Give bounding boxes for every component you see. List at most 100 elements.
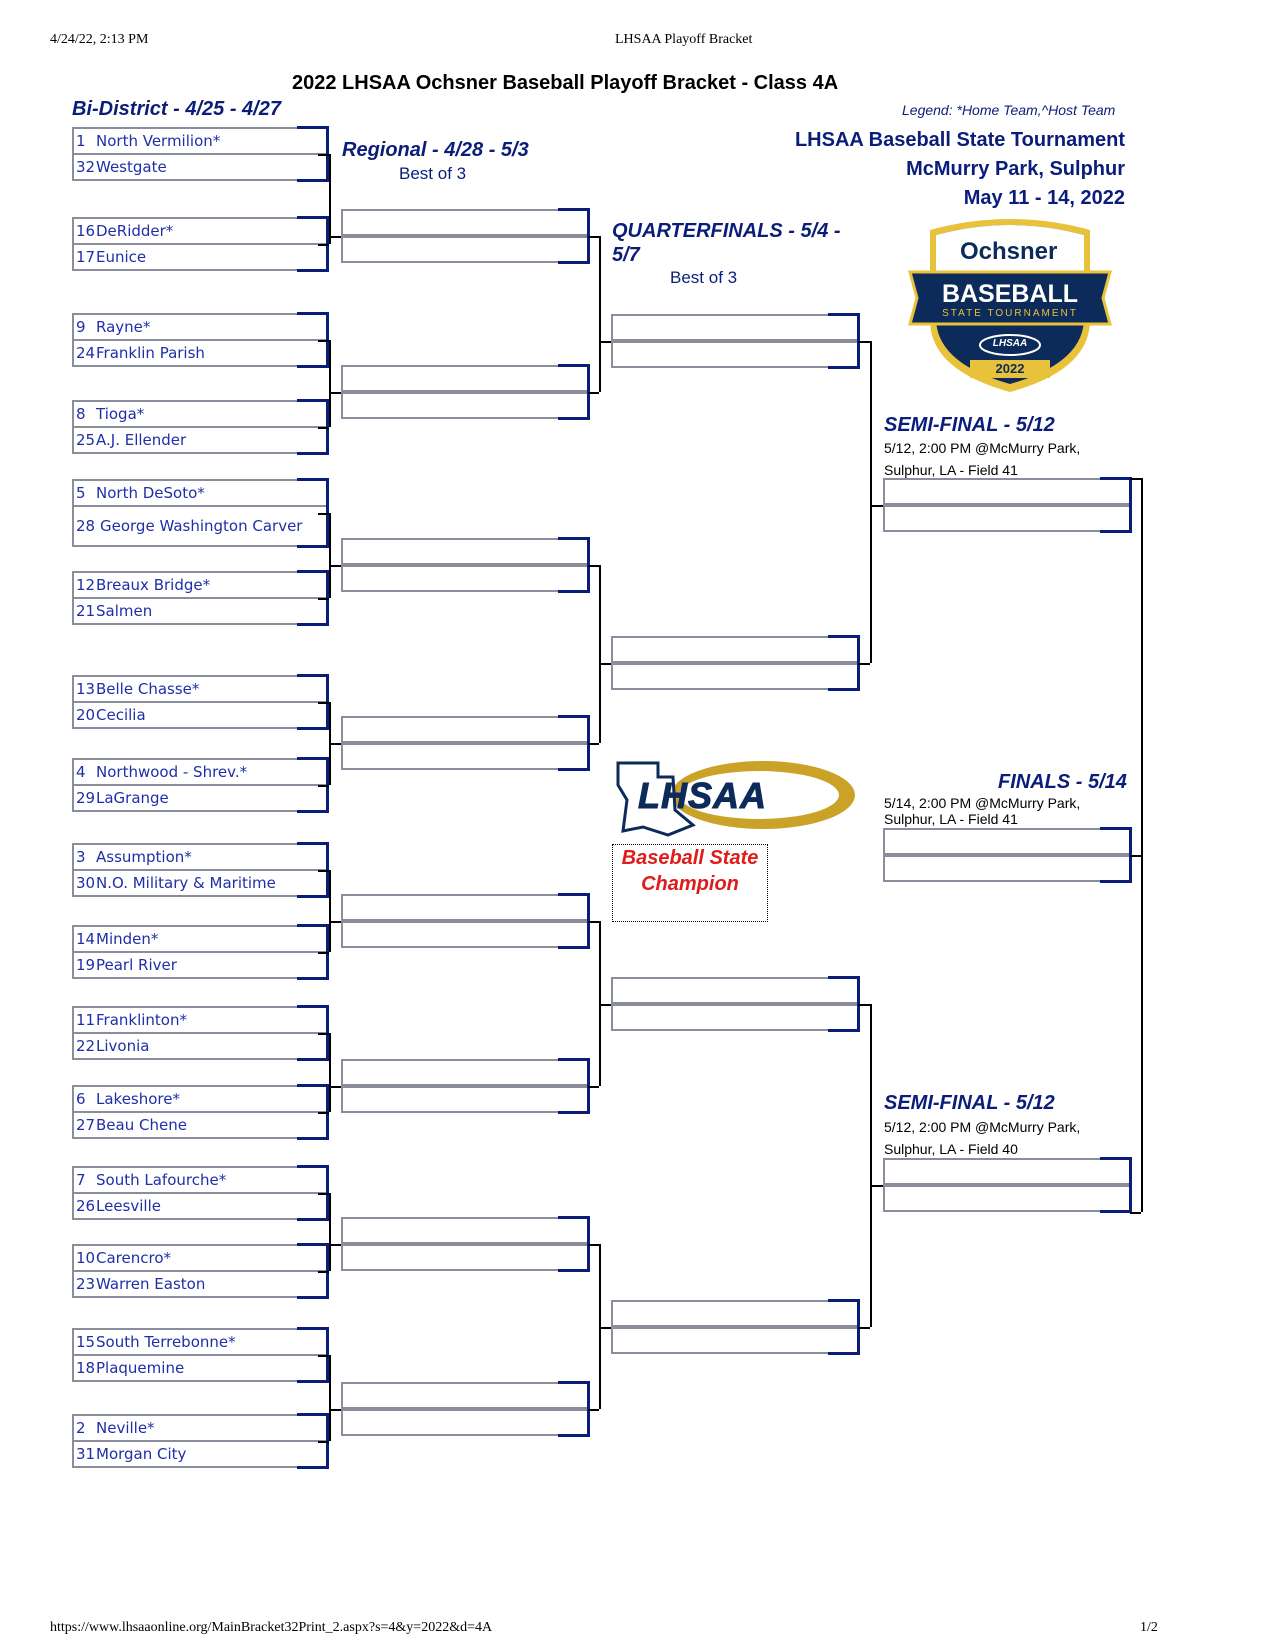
regional-subheading: Best of 3 <box>399 164 467 183</box>
team-name: Lakeshore* <box>96 1089 180 1108</box>
box-edge <box>828 313 860 316</box>
bracket-line <box>329 1409 341 1411</box>
regional-box <box>341 715 590 771</box>
empty-slot <box>341 1217 588 1244</box>
bracket-line <box>318 1033 329 1035</box>
quarterfinals-heading: QUARTERFINALS - 5/4 - 5/7 <box>612 219 841 267</box>
semifinal-bottom-box <box>883 1157 1132 1213</box>
regional-box <box>341 1058 590 1114</box>
empty-slot <box>341 1059 588 1086</box>
bracket-line <box>1141 478 1143 1212</box>
team-name: Cecilia <box>96 705 146 724</box>
bracket-line <box>870 505 883 507</box>
team-seed: 4 <box>76 763 86 781</box>
bracket-line <box>318 1112 329 1114</box>
state-tournament-logo: Ochsner BASEBALL STATE TOURNAMENT LHSAA … <box>905 210 1115 395</box>
empty-slot <box>341 365 588 392</box>
bracket-line <box>329 1244 341 1246</box>
box-edge <box>558 417 590 420</box>
team-seed: 10 <box>76 1249 96 1267</box>
box-cap <box>297 399 329 402</box>
bracket-line <box>599 921 601 1086</box>
empty-slot <box>611 636 858 663</box>
team-seed: 2 <box>76 1419 86 1437</box>
quarterfinals-subheading: Best of 3 <box>670 268 738 287</box>
team-name: North DeSoto* <box>96 483 205 502</box>
team-name: Neville* <box>96 1418 155 1437</box>
box-edge <box>1100 1210 1132 1213</box>
box-cap <box>297 924 329 927</box>
empty-slot <box>341 236 588 263</box>
team-seed: 14 <box>76 930 96 948</box>
regional-box <box>341 537 590 593</box>
team-slot-top: 5 North DeSoto* <box>72 479 329 507</box>
lhsaa-logo: LHSAA <box>613 755 858 840</box>
box-cap <box>297 1137 329 1140</box>
bracket-line <box>599 236 601 392</box>
team-seed: 5 <box>76 484 86 502</box>
team-name: Franklinton* <box>96 1010 187 1029</box>
box-edge <box>828 635 860 638</box>
box-cap <box>297 895 329 898</box>
box-cap <box>297 216 329 219</box>
empty-slot <box>341 894 588 921</box>
bracket-line <box>318 154 329 156</box>
semifinal-bottom-heading: SEMI-FINAL - 5/12 <box>884 1092 1055 1114</box>
box-edge <box>828 688 860 691</box>
bracket-line <box>858 1327 870 1329</box>
box-edge <box>558 208 590 211</box>
box-cap <box>297 1005 329 1008</box>
regional-box <box>341 208 590 264</box>
team-name: Pearl River <box>96 955 177 974</box>
box-cap <box>297 623 329 626</box>
team-name: Northwood - Shrev.* <box>96 762 248 781</box>
box-edge <box>558 715 590 718</box>
regional-box <box>341 364 590 420</box>
team-name: LaGrange <box>96 788 169 807</box>
bracket-line <box>329 743 341 745</box>
team-name: Tioga* <box>96 404 145 423</box>
team-seed: 18 <box>76 1359 96 1377</box>
empty-slot <box>341 209 588 236</box>
empty-slot <box>341 565 588 592</box>
bracket-line <box>318 952 329 954</box>
semifinal-bottom-info-line1: 5/12, 2:00 PM @McMurry Park, <box>884 1119 1081 1135</box>
bracket-line <box>870 1185 883 1187</box>
tournament-line3: May 11 - 14, 2022 <box>963 187 1125 209</box>
empty-slot <box>611 314 858 341</box>
team-seed: 17 <box>76 248 96 266</box>
team-name: Beau Chene <box>96 1115 187 1134</box>
box-cap <box>297 1218 329 1221</box>
empty-slot <box>341 716 588 743</box>
box-edge <box>1100 1157 1132 1160</box>
empty-slot <box>341 1409 588 1436</box>
team-name: Livonia <box>96 1036 150 1055</box>
box-cap <box>297 1327 329 1330</box>
final-box <box>883 827 1132 883</box>
bracket-line <box>588 743 599 745</box>
regional-box <box>341 893 590 949</box>
champion-line2: Champion <box>641 873 739 895</box>
bracket-line <box>599 341 611 343</box>
empty-slot <box>341 1382 588 1409</box>
team-slot-top: 2 Neville* <box>72 1414 329 1442</box>
bracket-line <box>599 1004 611 1006</box>
team-name: Morgan City <box>96 1444 187 1463</box>
footer-page: 1/2 <box>1140 1620 1158 1635</box>
bracket-line <box>318 1193 329 1195</box>
print-datetime: 4/24/22, 2:13 PM <box>50 32 149 47</box>
bracket-line <box>329 340 331 427</box>
bracket-line <box>329 1033 331 1112</box>
